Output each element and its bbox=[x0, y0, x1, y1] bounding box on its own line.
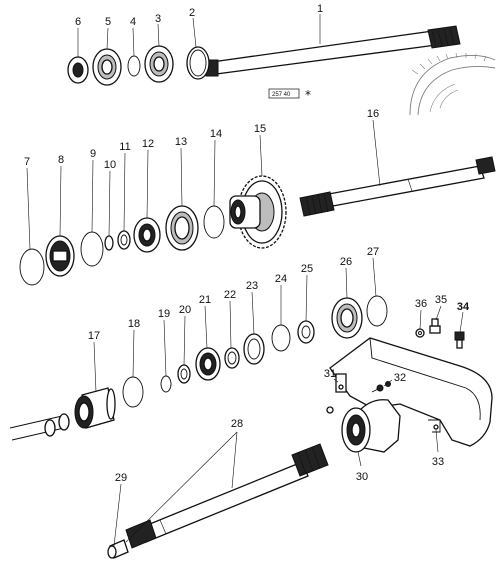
callout-1: 1 bbox=[317, 3, 323, 15]
part-19-circlip bbox=[160, 375, 172, 393]
callout-labels: 1 2 3 4 5 6 7 8 9 10 11 12 13 14 15 16 1… bbox=[24, 3, 470, 484]
part-5-bearing bbox=[92, 48, 122, 86]
part-10-washer bbox=[104, 235, 114, 251]
part-26-bearing bbox=[331, 297, 363, 339]
callout-35: 35 bbox=[435, 294, 447, 306]
input-shaft-stub bbox=[9, 413, 70, 441]
part-6-seal bbox=[67, 56, 89, 84]
callout-22: 22 bbox=[224, 289, 236, 301]
part-25-ring bbox=[297, 320, 315, 344]
part-33-cover bbox=[329, 337, 493, 447]
part-28-shaft bbox=[125, 443, 329, 549]
callout-34: 34 bbox=[457, 301, 470, 313]
callout-28: 28 bbox=[231, 418, 243, 430]
part-small-washer bbox=[326, 406, 334, 414]
callout-11: 11 bbox=[119, 141, 130, 153]
part-27-circlip bbox=[366, 295, 388, 327]
callout-23: 23 bbox=[246, 280, 258, 292]
callout-27: 27 bbox=[367, 246, 379, 258]
part-15-gear bbox=[229, 175, 287, 249]
callout-15: 15 bbox=[254, 123, 266, 135]
callout-4: 4 bbox=[130, 16, 136, 28]
callout-8: 8 bbox=[58, 154, 64, 166]
part-22-ring bbox=[224, 347, 240, 369]
reference-code: 257 40 bbox=[272, 92, 291, 98]
part-29-sleeve bbox=[107, 539, 129, 559]
gear-sketch bbox=[409, 52, 496, 116]
part-17-coupling bbox=[74, 387, 116, 429]
part-36-nut bbox=[415, 328, 425, 338]
part-8-synchro-hub bbox=[45, 235, 75, 277]
part-34-bolt bbox=[454, 331, 465, 349]
callout-31: 31 bbox=[324, 368, 336, 380]
part-21-bearing bbox=[195, 347, 221, 381]
part-30-pump bbox=[341, 399, 401, 453]
part-7-circlip bbox=[19, 248, 45, 286]
callout-12: 12 bbox=[142, 138, 154, 150]
part-24-circlip bbox=[271, 324, 291, 352]
part-4-circlip bbox=[127, 55, 141, 77]
part-13-bearing-cup bbox=[165, 205, 199, 251]
callout-26: 26 bbox=[340, 256, 352, 268]
callout-14: 14 bbox=[210, 128, 222, 140]
part-14-circlip bbox=[203, 205, 225, 239]
callout-21: 21 bbox=[199, 294, 211, 306]
callout-36: 36 bbox=[415, 298, 427, 310]
part-31-bracket bbox=[335, 373, 347, 393]
callout-17: 17 bbox=[88, 330, 100, 342]
callout-29: 29 bbox=[115, 472, 127, 484]
leader-lines bbox=[26, 14, 464, 547]
part-11-ring bbox=[117, 230, 131, 250]
part-32-bolts bbox=[371, 381, 391, 393]
callout-7: 7 bbox=[24, 156, 30, 168]
callout-32: 32 bbox=[394, 372, 406, 384]
part-2-circlip bbox=[186, 46, 210, 80]
part-18-circlip bbox=[122, 376, 144, 408]
callout-20: 20 bbox=[179, 304, 191, 316]
callout-18: 18 bbox=[128, 318, 140, 330]
part-35-bolt bbox=[429, 318, 441, 334]
callout-5: 5 bbox=[105, 16, 111, 28]
callout-19: 19 bbox=[158, 308, 170, 320]
part-9-circlip bbox=[80, 231, 104, 267]
callout-6: 6 bbox=[75, 16, 81, 28]
callout-16: 16 bbox=[367, 108, 379, 120]
part-3-bearing bbox=[144, 45, 174, 83]
part-23-ring bbox=[243, 333, 265, 365]
reference-mark: * bbox=[305, 88, 311, 102]
callout-25: 25 bbox=[301, 263, 313, 275]
callout-3: 3 bbox=[155, 13, 161, 25]
part-1-shaft bbox=[205, 25, 461, 77]
callout-24: 24 bbox=[275, 273, 287, 285]
callout-10: 10 bbox=[104, 159, 116, 171]
part-12-bearing bbox=[133, 217, 161, 253]
callout-2: 2 bbox=[189, 7, 195, 19]
callout-13: 13 bbox=[175, 136, 187, 148]
part-16-shaft bbox=[299, 156, 496, 217]
reference-code-box: 257 40 * bbox=[268, 88, 311, 102]
callout-30: 30 bbox=[356, 471, 368, 483]
part-20-ring bbox=[177, 364, 191, 384]
callout-9: 9 bbox=[90, 148, 96, 160]
callout-33: 33 bbox=[432, 456, 444, 468]
